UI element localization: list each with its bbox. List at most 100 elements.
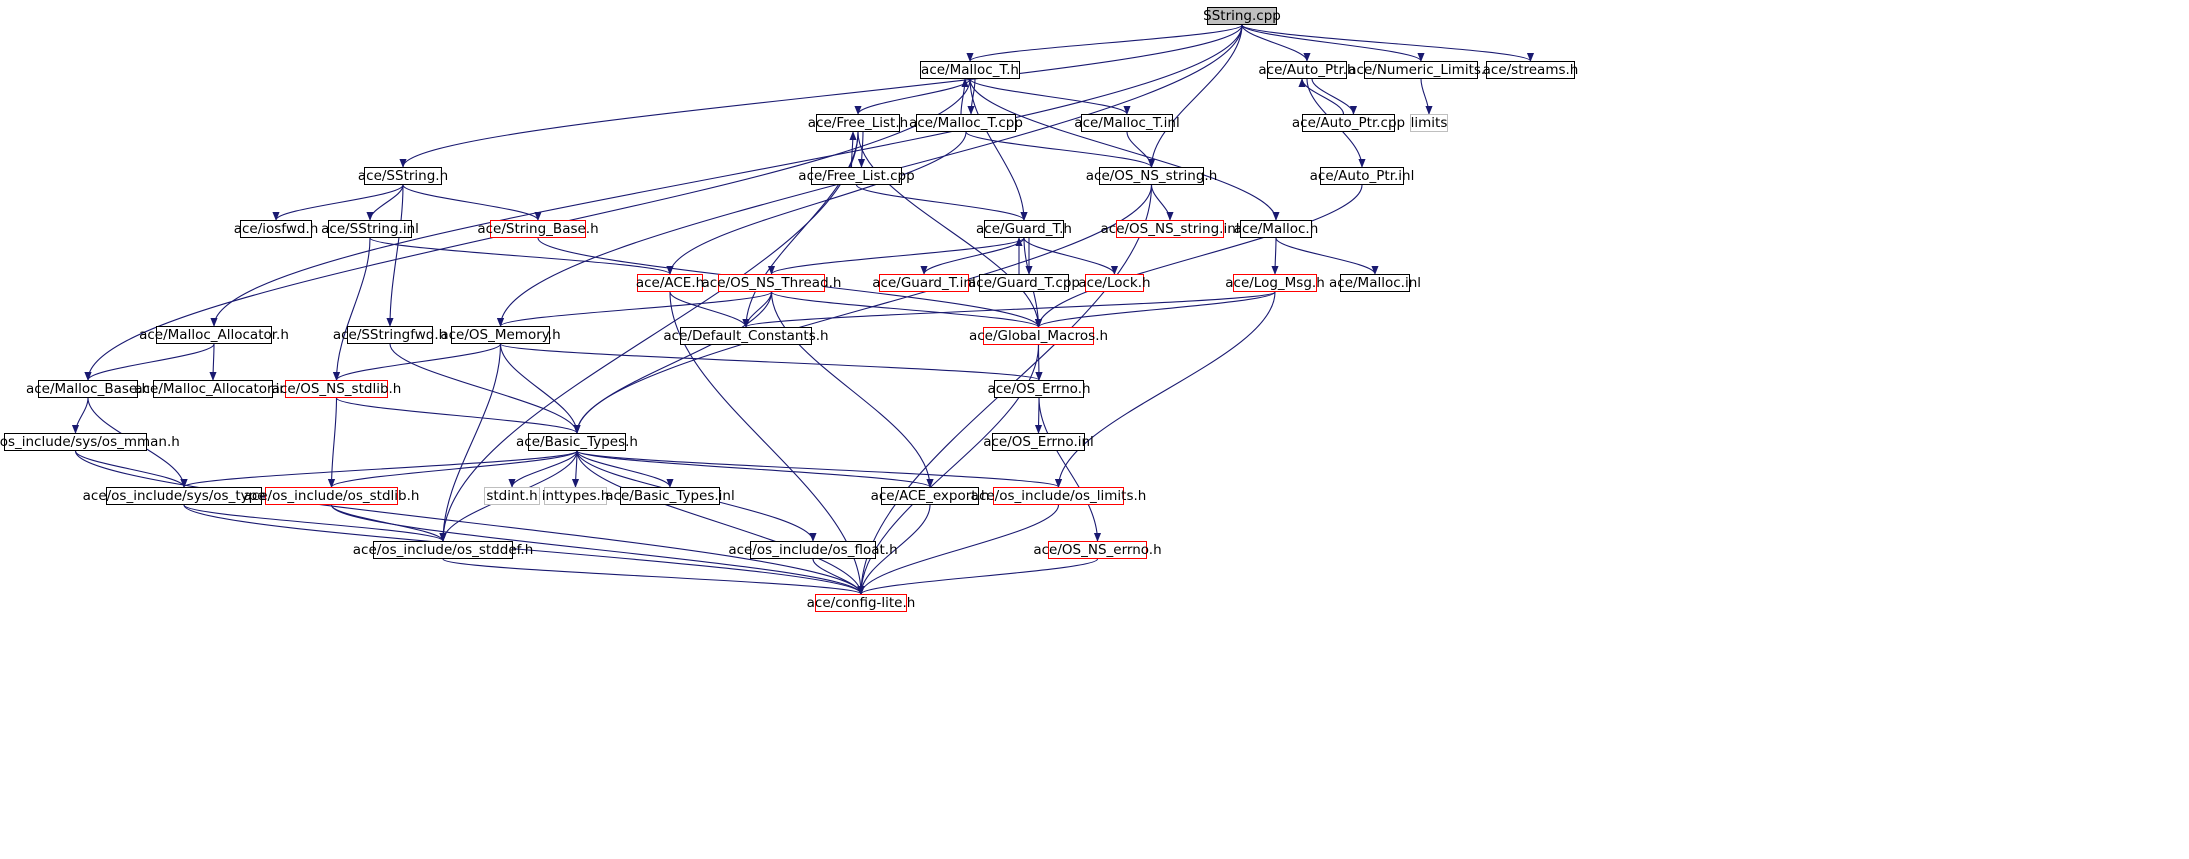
edge-Basic_Types_h-to-stdint_h (508, 450, 578, 488)
node-auto-ptr-inl[interactable]: ace/Auto_Ptr.inl (1309, 167, 1415, 185)
node-malloc-allocator-h[interactable]: ace/Malloc_Allocator.h (139, 326, 289, 344)
node-os-ns-string-inl[interactable]: ace/OS_NS_string.inl (1100, 220, 1240, 238)
node-ace-h[interactable]: ace/ACE.h (635, 274, 705, 292)
node-malloc-base-h[interactable]: ace/Malloc_Base.h (25, 380, 151, 398)
edge-OS_NS_Thread_h-to-OS_Memory_h (497, 291, 773, 327)
edge-OS_Memory_h-to-OS_NS_stdlib_h (333, 343, 502, 381)
node-lock-h[interactable]: ace/Lock.h (1078, 274, 1151, 292)
node-sstring-h[interactable]: ace/SString.h (357, 167, 449, 185)
node-malloc-h[interactable]: ace/Malloc.h (1233, 220, 1319, 238)
node-free-list-h[interactable]: ace/Free_List.h (807, 114, 909, 132)
node-malloc-inl[interactable]: ace/Malloc.inl (1329, 274, 1422, 292)
edge-OS_Memory_h-to-os_stddef_h (439, 343, 502, 542)
node-os-stddef-h[interactable]: ace/os_include/os_stddef.h (352, 541, 534, 559)
node-default-constants-h[interactable]: ace/Default_Constants.h (663, 327, 829, 345)
node-basic-types-inl[interactable]: ace/Basic_Types.inl (605, 487, 735, 505)
edge-ACE_h-to-Default_Constants_h (669, 291, 750, 328)
node-string-base-h[interactable]: ace/String_Base.h (477, 220, 599, 238)
edge-Numeric_Limits_h-to-limits (1420, 78, 1433, 115)
edge-Malloc_T_cpp-to-Malloc_T_h (960, 78, 969, 115)
node-global-macros-h[interactable]: ace/Global_Macros.h (968, 327, 1109, 345)
node-os-ns-string-h[interactable]: ace/OS_NS_string.h (1085, 167, 1218, 185)
node-sstring-inl[interactable]: ace/SString.inl (321, 220, 419, 238)
edge-os_limits_h-to-config_lite_h (857, 504, 1060, 595)
edge-OS_NS_errno_h-to-config_lite_h (857, 558, 1099, 595)
edge-Guard_T_h-to-OS_NS_Thread_h (768, 237, 1025, 275)
node-auto-ptr-h[interactable]: ace/Auto_Ptr.h (1258, 61, 1356, 79)
node-sstringfwd-h[interactable]: ace/SStringfwd.h (332, 326, 448, 344)
edge-layer (71, 24, 1534, 595)
edge-ACE_export_h-to-config_lite_h (857, 504, 931, 595)
edge-SString_cpp-to-streams_h (1241, 24, 1534, 62)
edge-Basic_Types_h-to-ACE_export_h (576, 450, 934, 488)
edge-OS_NS_Thread_h-to-Global_Macros_h (770, 291, 1042, 328)
edge-Malloc_h-to-Log_Msg_h (1271, 237, 1279, 275)
node-os-types-h[interactable]: ace/os_include/sys/os_types.h (82, 487, 286, 505)
node-os-ns-thread-h[interactable]: ace/OS_NS_Thread.h (701, 274, 842, 292)
edge-os_stdlib_h-to-config_lite_h (330, 504, 865, 595)
node-basic-types-h[interactable]: ace/Basic_Types.h (516, 433, 638, 451)
edge-OS_Memory_h-to-Basic_Types_h (499, 343, 581, 434)
node-malloc-t-h[interactable]: ace/Malloc_T.h (920, 61, 1020, 79)
node-guard-t-cpp[interactable]: ace/Guard_T.cpp (968, 274, 1080, 292)
edge-SString_cpp-to-Auto_Ptr_h (1241, 24, 1311, 62)
edge-Malloc_Base_h-to-os_mman_h (71, 397, 89, 434)
node-stdint-h: stdint.h (484, 487, 540, 505)
edge-SString_cpp-to-OS_NS_string_h (1147, 24, 1243, 168)
node-os-limits-h[interactable]: ace/os_include/os_limits.h (970, 487, 1147, 505)
edge-SString_h-to-iosfwd_h (272, 184, 404, 221)
node-malloc-t-inl[interactable]: ace/Malloc_T.inl (1074, 114, 1180, 132)
edge-Malloc_T_h-to-Malloc_T_cpp (967, 78, 976, 115)
node-os-ns-errno-h[interactable]: ace/OS_NS_errno.h (1033, 541, 1162, 559)
node-limits: limits (1410, 114, 1448, 132)
node-os-memory-h[interactable]: ace/OS_Memory.h (440, 326, 561, 344)
edge-Auto_Ptr_cpp-to-Auto_Ptr_h (1298, 78, 1345, 115)
node-config-lite-h[interactable]: ace/config-lite.h (806, 594, 916, 612)
edge-Free_List_h-to-os_stddef_h (439, 131, 859, 542)
node-malloc-t-cpp[interactable]: ace/Malloc_T.cpp (909, 114, 1023, 132)
edge-SString_inl-to-ACE_h (369, 237, 674, 275)
node-iosfwd-h[interactable]: ace/iosfwd.h (233, 220, 319, 238)
edge-Malloc_T_cpp-to-OS_NS_string_h (965, 131, 1155, 168)
node-os-ns-stdlib-h[interactable]: ace/OS_NS_stdlib.h (271, 380, 402, 398)
edge-Malloc_T_h-to-Malloc_h (969, 78, 1280, 221)
edge-Basic_Types_h-to-os_stdlib_h (328, 450, 578, 488)
edge-SString_cpp-to-Malloc_Allocator_h (210, 24, 1243, 327)
edge-Malloc_T_h-to-Guard_T_h (969, 78, 1028, 221)
node-guard-t-inl[interactable]: ace/Guard_T.inl (872, 274, 976, 292)
edge-Log_Msg_h-to-Global_Macros_h (1035, 291, 1276, 328)
node-os-errno-h[interactable]: ace/OS_Errno.h (987, 380, 1091, 398)
edge-Auto_Ptr_h-to-Auto_Ptr_cpp (1311, 78, 1358, 115)
node-os-float-h[interactable]: ace/os_include/os_float.h (728, 541, 898, 559)
node-os-errno-inl[interactable]: ace/OS_Errno.inl (983, 433, 1094, 451)
edge-OS_NS_Thread_h-to-Basic_Types_h (573, 291, 773, 434)
node-ace-export-h[interactable]: ace/ACE_export.h (870, 487, 990, 505)
edge-Basic_Types_h-to-os_limits_h (576, 450, 1062, 488)
edge-OS_NS_stdlib_h-to-os_stdlib_h (327, 397, 338, 488)
node-sstring-cpp: SString.cpp (1203, 7, 1281, 25)
edge-SString_cpp-to-Numeric_Limits_h (1241, 24, 1425, 62)
edge-Basic_Types_h-to-config_lite_h (576, 450, 865, 595)
node-guard-t-h[interactable]: ace/Guard_T.h (976, 220, 1072, 238)
edge-Free_List_cpp-to-Guard_T_h (855, 184, 1028, 221)
edge-Guard_T_h-to-Lock_h (1023, 237, 1119, 275)
edge-os_mman_h-to-os_types_h (74, 450, 188, 488)
edge-Malloc_T_h-to-Malloc_T_inl (969, 78, 1131, 115)
node-numeric-limits-h[interactable]: ace/Numeric_Limits.h (1348, 61, 1494, 79)
node-os-stdlib-h[interactable]: ace/os_include/os_stdlib.h (243, 487, 420, 505)
node-streams-h[interactable]: ace/streams.h (1482, 61, 1579, 79)
edge-Malloc_h-to-Malloc_inl (1275, 237, 1379, 275)
edge-Basic_Types_h-to-os_types_h (180, 450, 578, 488)
edge-Basic_Types_h-to-Basic_Types_inl (576, 450, 674, 488)
edge-Malloc_Allocator_h-to-Malloc_Base_h (84, 343, 215, 381)
node-log-msg-h[interactable]: ace/Log_Msg.h (1225, 274, 1325, 292)
edge-SString_inl-to-OS_NS_stdlib_h (332, 237, 371, 381)
node-free-list-cpp[interactable]: ace/Free_List.cpp (798, 167, 915, 185)
edge-Log_Msg_h-to-Default_Constants_h (742, 291, 1276, 328)
edge-os_mman_h-to-config_lite_h (74, 450, 865, 595)
node-auto-ptr-cpp[interactable]: ace/Auto_Ptr.cpp (1291, 114, 1406, 132)
node-malloc-allocator-inl[interactable]: ace/Malloc_Allocator.inl (134, 380, 292, 398)
edge-SStringfwd_h-to-Basic_Types_h (389, 343, 581, 434)
node-os-mman-h[interactable]: ace/os_include/sys/os_mman.h (0, 433, 180, 451)
